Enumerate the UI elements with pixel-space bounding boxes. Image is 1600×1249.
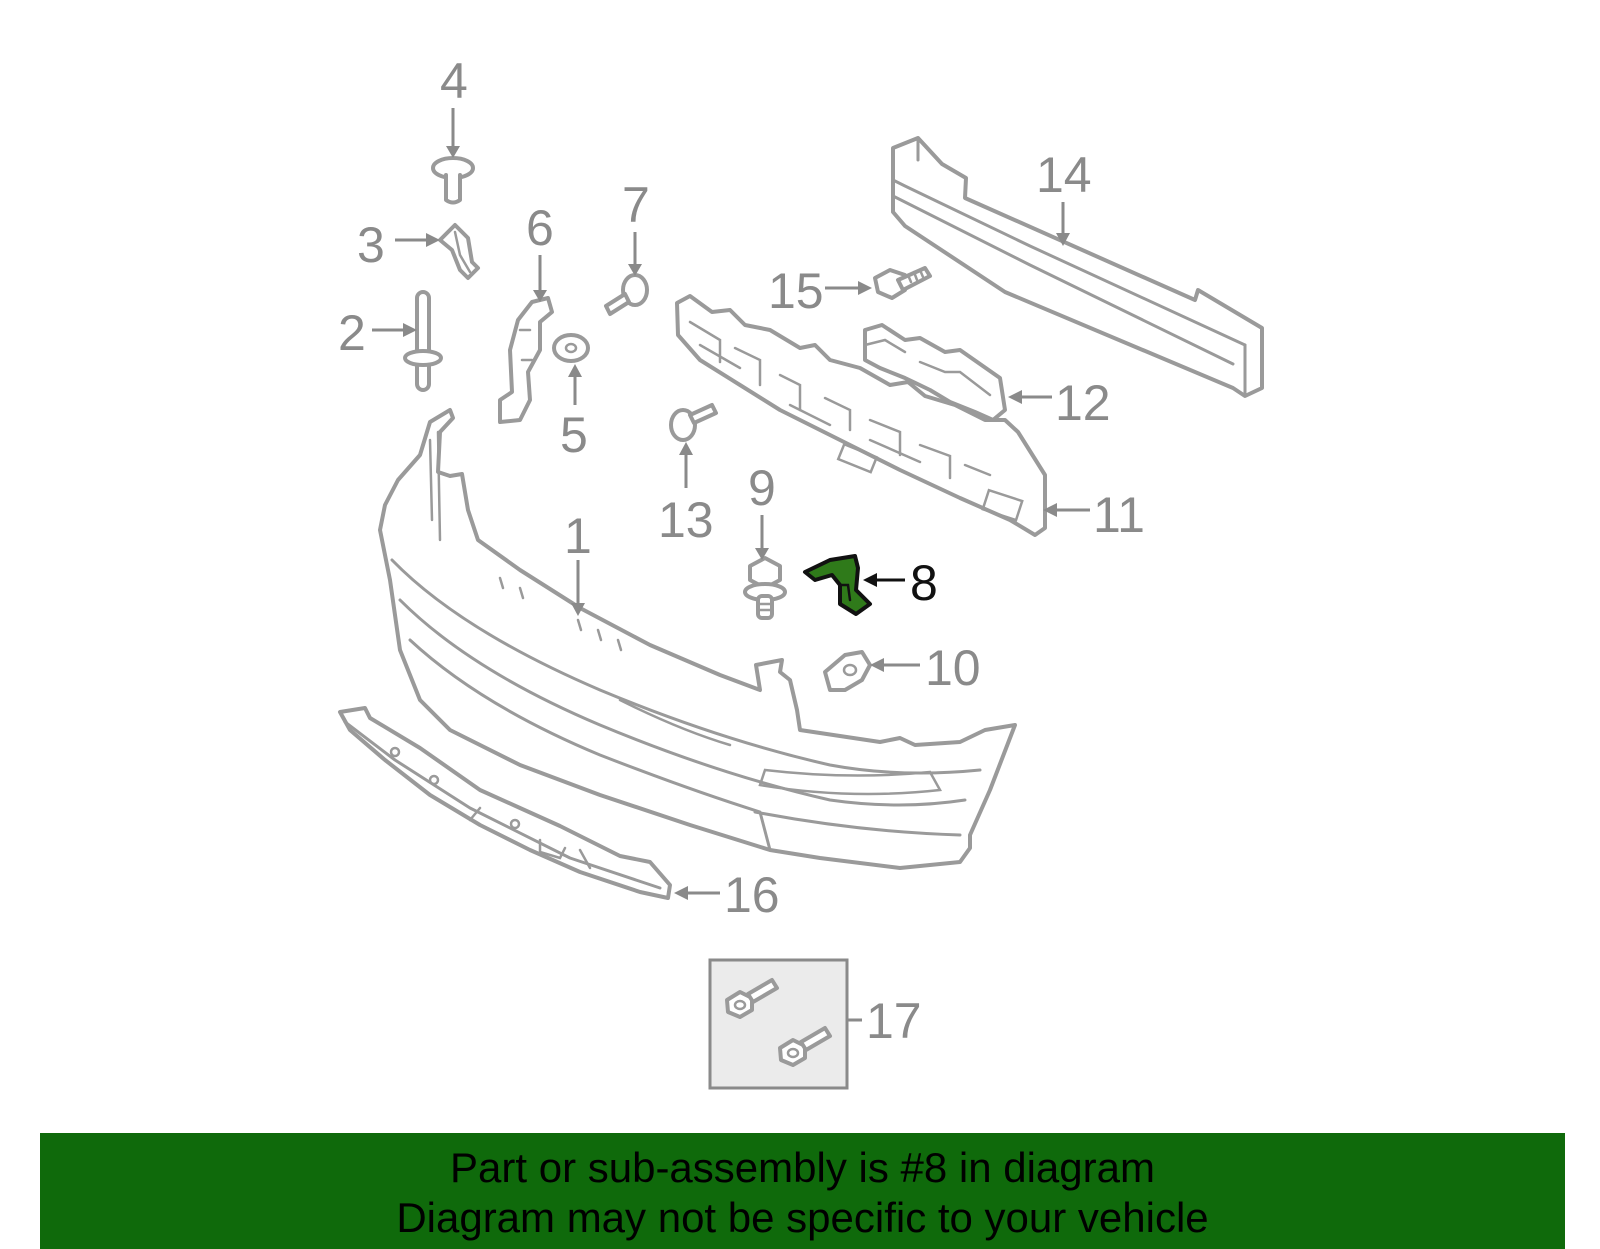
callout-6: 6 — [526, 200, 554, 256]
part-8-bracket-highlighted[interactable] — [803, 554, 872, 616]
part-6-bracket[interactable] — [498, 296, 554, 424]
callout-labels: 4 3 2 6 5 7 13 9 1 10 11 12 14 15 16 17 … — [338, 53, 1145, 1049]
part-2-stud[interactable] — [403, 290, 443, 392]
part-1-bumper-cover[interactable] — [378, 408, 1017, 870]
callout-4: 4 — [440, 53, 468, 109]
callout-2: 2 — [338, 305, 366, 361]
banner-line-1: Part or sub-assembly is #8 in diagram — [450, 1144, 1155, 1191]
callout-3: 3 — [357, 217, 385, 273]
part-10-nut[interactable] — [823, 650, 872, 692]
banner-line-2: Diagram may not be specific to your vehi… — [396, 1194, 1209, 1241]
part-4-pushpin[interactable] — [431, 156, 475, 205]
callout-13: 13 — [658, 492, 714, 548]
part-11-absorber[interactable] — [675, 294, 1047, 537]
callout-arrows — [372, 108, 1090, 900]
info-banner: Part or sub-assembly is #8 in diagram Di… — [40, 1133, 1565, 1249]
callout-14: 14 — [1036, 147, 1092, 203]
part-3-clip[interactable] — [438, 223, 480, 280]
callout-1: 1 — [564, 508, 592, 564]
part-9-bolt[interactable] — [743, 556, 787, 620]
part-15-bolt[interactable] — [873, 266, 932, 300]
callout-15: 15 — [768, 263, 824, 319]
callout-17: 17 — [866, 993, 922, 1049]
part-7-pin[interactable] — [604, 273, 649, 316]
callout-5: 5 — [560, 407, 588, 463]
callout-11: 11 — [1093, 487, 1145, 543]
callout-12: 12 — [1055, 375, 1111, 431]
part-17-bolt-a — [725, 978, 779, 1019]
part-17-bolt-b — [778, 1026, 832, 1067]
part-14-reinforcement[interactable] — [891, 136, 1264, 398]
part-5-washer[interactable] — [552, 333, 590, 363]
part-16-deflector[interactable] — [338, 706, 672, 900]
part-17-fastener-kit[interactable] — [708, 958, 862, 1090]
callout-10: 10 — [925, 640, 981, 696]
callout-7: 7 — [622, 177, 650, 233]
part-12-bracket[interactable] — [863, 323, 1007, 422]
callout-16: 16 — [724, 867, 780, 923]
part-13-pin[interactable] — [669, 403, 718, 442]
callout-9: 9 — [748, 460, 776, 516]
callout-8-highlighted: 8 — [910, 555, 938, 611]
